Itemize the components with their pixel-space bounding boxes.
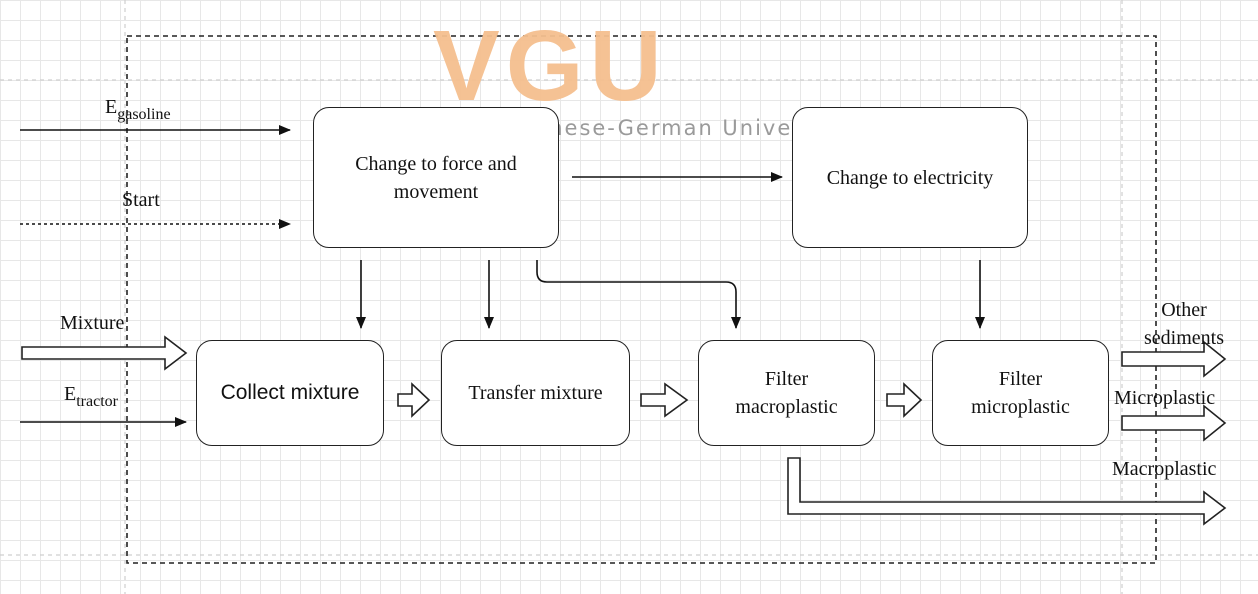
transfer-to-filter-macro-arrow <box>640 382 689 418</box>
change-to-force-movement-box: Change to force and movement <box>313 107 559 248</box>
filter-microplastic-label: Filter microplastic <box>971 368 1070 418</box>
vgu-logo: VGU <box>433 10 668 122</box>
force-to-filter-macro-arrow <box>536 260 741 329</box>
change-to-electricity-label: Change to electricity <box>826 166 994 189</box>
e-tractor-label: Etractor <box>64 383 118 410</box>
macroplastic-label: Macroplastic <box>1112 458 1217 480</box>
change-to-electricity-box: Change to electricity <box>792 107 1028 248</box>
system-boundary <box>126 35 1157 564</box>
start-label: Start <box>122 189 160 211</box>
macroplastic-output-arrow <box>787 457 1227 526</box>
microplastic-label: Microplastic <box>1114 387 1216 409</box>
filter-macroplastic-box: Filter macroplastic <box>698 340 875 446</box>
transfer-mixture-label: Transfer mixture <box>468 382 603 404</box>
mixture-input-arrow <box>21 335 188 371</box>
mixture-label: Mixture <box>60 312 125 334</box>
filter-microplastic-box: Filter microplastic <box>932 340 1109 446</box>
other-sediments-output-arrow <box>1121 340 1227 378</box>
other-sediments-label: Other sediments <box>1144 299 1224 349</box>
microplastic-output-arrow <box>1121 404 1227 442</box>
collect-mixture-box: Collect mixture <box>196 340 384 446</box>
filter-macroplastic-label: Filter macroplastic <box>735 368 838 418</box>
e-gasoline-label: Egasoline <box>105 96 171 123</box>
collect-mixture-label: Collect mixture <box>220 381 360 404</box>
filter-macro-to-micro-arrow <box>886 382 923 418</box>
collect-to-transfer-arrow <box>397 382 431 418</box>
transfer-mixture-box: Transfer mixture <box>441 340 630 446</box>
change-to-force-movement-label: Change to force and movement <box>355 152 517 203</box>
